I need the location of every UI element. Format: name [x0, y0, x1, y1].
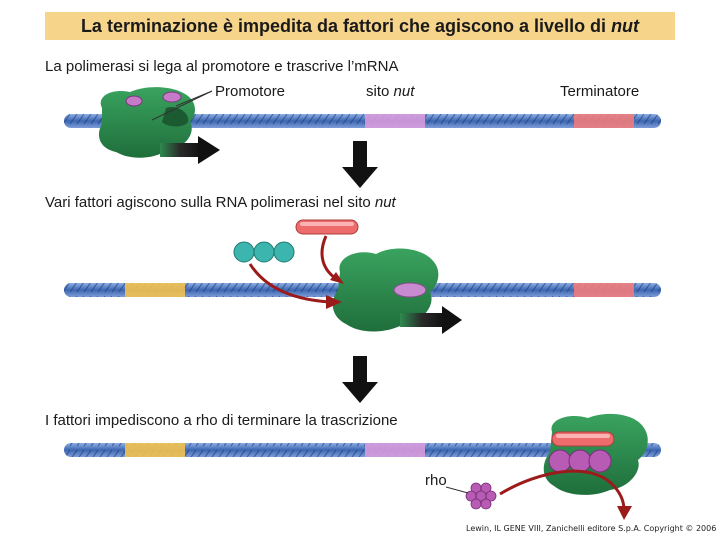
nut-region-1 [365, 114, 425, 128]
nut-site-label: sito nut [366, 83, 415, 100]
terminator-label: Terminatore [560, 83, 640, 100]
promoter-label: Promotore [215, 83, 286, 100]
terminator-region-2 [574, 283, 634, 297]
promoter-pointer-2 [151, 90, 213, 121]
dna-strand-1 [64, 114, 661, 128]
sigma-factor [125, 91, 182, 107]
page-title: La terminazione è impedita da fattori ch… [80, 16, 640, 36]
step-1-caption: La polimerasi si lega al promotore e tra… [45, 58, 399, 75]
nut-region-3 [365, 443, 425, 457]
n-factor-cluster-bound [548, 449, 612, 473]
title-band: La terminazione è impedita da fattori ch… [45, 12, 675, 40]
step-3-caption: I fattori impediscono a rho di terminare… [45, 412, 398, 429]
nusa-factor-bar-bound [551, 431, 615, 447]
promoter-region-2 [125, 283, 185, 297]
factor-binding-arrowhead-b [326, 295, 342, 309]
copyright-credit: Lewin, IL GENE VIII, Zanichelli editore … [466, 524, 717, 533]
dna-strand-3 [64, 443, 661, 457]
step-arrow-down-1 [342, 141, 378, 188]
factor-binding-arrow-b [248, 263, 331, 304]
rna-polymerase-2 [332, 248, 439, 332]
rho-protein [465, 482, 497, 510]
transcription-arrow-2 [400, 306, 462, 334]
step-2-caption: Vari fattori agiscono sulla RNA polimera… [45, 194, 396, 211]
rna-transcript-arrowhead [617, 506, 632, 520]
rho-label: rho [425, 472, 447, 489]
rho-pointer [445, 486, 469, 494]
step-arrow-down-2 [342, 356, 378, 403]
terminator-region-1 [574, 114, 634, 128]
factor-binding-arrowhead-a [330, 272, 344, 284]
rna-transcript-arrow [499, 469, 626, 511]
promoter-region-3 [125, 443, 185, 457]
nusa-factor-bar [295, 219, 359, 235]
n-factor-cluster [233, 241, 295, 263]
transcription-arrow-1 [160, 136, 220, 164]
